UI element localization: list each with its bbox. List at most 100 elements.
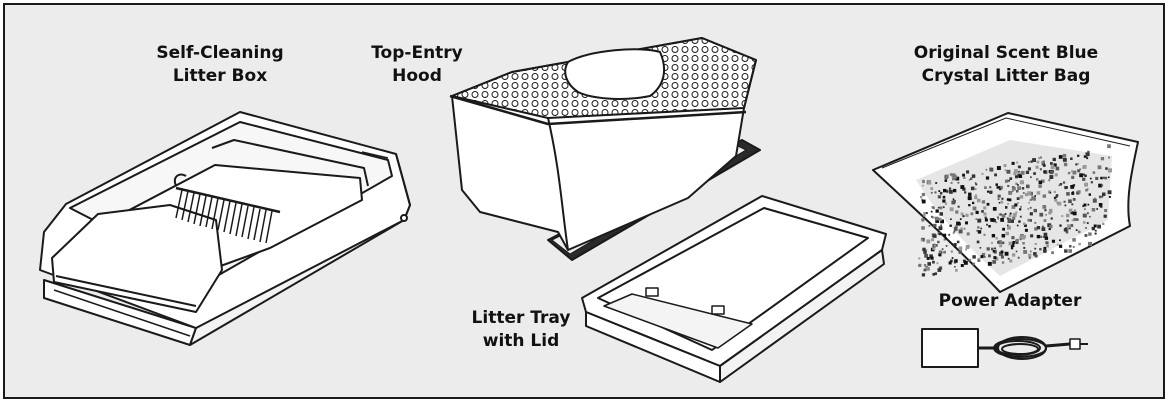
- crystal-speck: [927, 180, 932, 185]
- crystal-speck: [1030, 234, 1034, 238]
- crystal-speck: [1043, 246, 1047, 250]
- crystal-speck: [1006, 169, 1011, 174]
- crystal-speck: [953, 230, 956, 233]
- crystal-speck: [1015, 211, 1018, 214]
- crystal-speck: [1028, 161, 1030, 163]
- crystal-speck: [1025, 170, 1030, 174]
- crystal-speck: [1079, 168, 1082, 171]
- crystal-speck: [1094, 229, 1097, 232]
- crystal-speck: [1078, 242, 1081, 246]
- crystal-speck: [1104, 176, 1108, 180]
- crystal-speck: [944, 237, 947, 240]
- crystal-speck: [954, 246, 957, 248]
- crystal-speck: [1014, 203, 1018, 207]
- crystal-speck: [1001, 234, 1006, 238]
- crystal-speck: [943, 233, 947, 237]
- crystal-speck: [920, 239, 923, 242]
- crystal-speck: [1074, 209, 1076, 211]
- crystal-speck: [995, 221, 998, 224]
- crystal-speck: [1018, 165, 1021, 169]
- crystal-speck: [1100, 176, 1103, 180]
- crystal-speck: [1086, 152, 1090, 157]
- crystal-speck: [1094, 232, 1097, 235]
- crystal-speck: [1011, 161, 1015, 165]
- crystal-speck: [1043, 219, 1047, 222]
- crystal-speck: [978, 259, 980, 262]
- litter-bag-label: Original Scent Blue Crystal Litter Bag: [913, 43, 1099, 86]
- crystal-speck: [1042, 194, 1046, 198]
- crystal-speck: [1028, 201, 1030, 204]
- crystal-speck: [1077, 190, 1081, 194]
- crystal-speck: [1046, 244, 1049, 248]
- crystal-speck: [1101, 195, 1104, 198]
- crystal-speck: [1067, 224, 1071, 229]
- crystal-speck: [1041, 227, 1046, 231]
- crystal-speck: [952, 177, 955, 181]
- crystal-speck: [1017, 184, 1019, 186]
- crystal-speck: [1084, 208, 1086, 211]
- crystal-speck: [923, 213, 926, 217]
- crystal-speck: [996, 166, 1001, 170]
- crystal-speck: [960, 212, 964, 216]
- crystal-speck: [940, 219, 944, 224]
- crystal-speck: [988, 254, 991, 258]
- crystal-speck: [971, 174, 976, 178]
- crystal-speck: [921, 273, 926, 277]
- crystal-speck: [997, 241, 1000, 244]
- crystal-speck: [922, 180, 925, 184]
- crystal-speck: [981, 200, 986, 204]
- crystal-speck: [1016, 197, 1020, 200]
- crystal-speck: [1072, 198, 1076, 201]
- crystal-speck: [983, 212, 987, 216]
- crystal-speck: [978, 257, 981, 260]
- crystal-speck: [1014, 169, 1018, 173]
- crystal-speck: [1038, 180, 1043, 185]
- crystal-speck: [1007, 225, 1011, 230]
- crystal-speck: [997, 216, 999, 219]
- crystal-speck: [1075, 229, 1078, 231]
- crystal-speck: [954, 266, 956, 268]
- crystal-speck: [1071, 170, 1074, 173]
- crystal-speck: [984, 186, 987, 189]
- crystal-speck: [1010, 243, 1015, 247]
- crystal-speck: [952, 188, 957, 193]
- crystal-speck: [950, 218, 952, 220]
- crystal-speck: [1030, 160, 1033, 163]
- crystal-speck: [1067, 171, 1071, 175]
- crystal-speck: [1062, 181, 1066, 184]
- crystal-speck: [1100, 205, 1103, 208]
- crystal-speck: [1062, 157, 1067, 162]
- crystal-speck: [1069, 227, 1071, 230]
- crystal-speck: [953, 243, 957, 247]
- crystal-speck: [1092, 171, 1096, 174]
- crystal-speck: [931, 238, 935, 242]
- crystal-speck: [1070, 211, 1074, 215]
- crystal-speck: [1006, 217, 1009, 220]
- hood-label: Top-Entry Hood: [371, 43, 463, 86]
- crystal-speck: [997, 186, 1001, 189]
- crystal-speck: [948, 261, 952, 265]
- crystal-speck: [968, 179, 971, 181]
- crystal-speck: [1082, 173, 1085, 176]
- crystal-speck: [1042, 225, 1044, 228]
- crystal-speck: [1048, 211, 1052, 215]
- crystal-speck: [1039, 168, 1042, 171]
- crystal-speck: [976, 198, 981, 203]
- crystal-speck: [1086, 212, 1089, 215]
- crystal-speck: [1000, 218, 1004, 222]
- crystal-speck: [1029, 212, 1033, 216]
- crystal-speck: [1071, 203, 1074, 206]
- crystal-speck: [1077, 154, 1080, 157]
- crystal-speck: [1033, 252, 1037, 256]
- crystal-speck: [937, 268, 942, 272]
- crystal-speck: [1083, 203, 1087, 207]
- crystal-speck: [1068, 208, 1073, 213]
- crystal-speck: [1040, 235, 1043, 238]
- crystal-speck: [989, 186, 992, 189]
- crystal-speck: [1082, 165, 1087, 169]
- crystal-speck: [1062, 153, 1067, 158]
- crystal-speck: [966, 232, 970, 236]
- crystal-speck: [1049, 170, 1054, 175]
- crystal-speck: [977, 218, 982, 223]
- crystal-speck: [1077, 169, 1081, 173]
